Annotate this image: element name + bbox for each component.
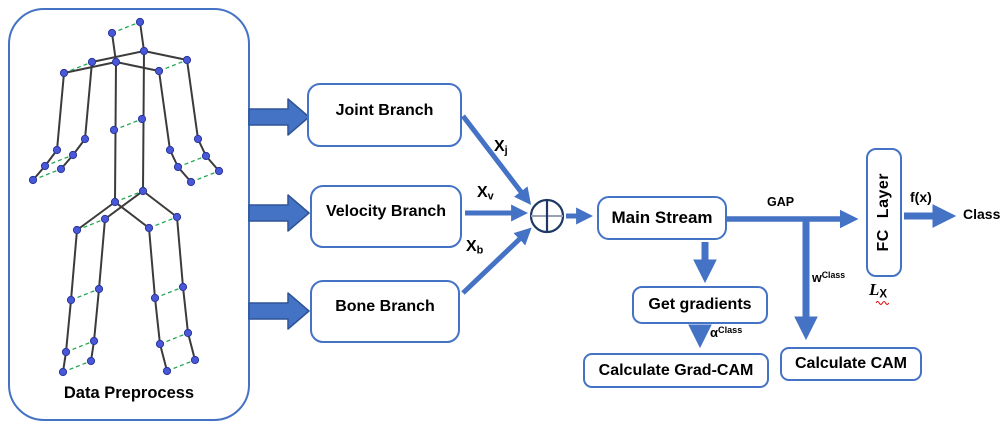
xv-label: Xv <box>477 184 494 203</box>
joint-branch-label: Joint Branch <box>335 101 434 119</box>
calculate-gradcam-node: Calculate Grad-CAM <box>583 353 769 388</box>
bone-branch-node: Bone Branch <box>310 280 460 343</box>
calculate-gradcam-label: Calculate Grad-CAM <box>598 361 754 379</box>
get-gradients-node: Get gradients <box>632 286 768 324</box>
velocity-branch-label: Velocity Branch <box>325 203 447 220</box>
bone-branch-label: Bone Branch <box>335 298 435 315</box>
xj-label: Xj <box>494 138 508 157</box>
joint-branch-node: Joint Branch <box>307 83 462 147</box>
arrow-xj <box>461 114 532 206</box>
calculate-cam-node: Calculate CAM <box>780 347 922 381</box>
get-gradients-label: Get gradients <box>648 296 752 313</box>
fc-layer-node: FC Layer <box>866 148 902 277</box>
gap-label: GAP <box>767 195 795 209</box>
block-arrow-bone <box>248 292 310 330</box>
loss-subscript: X <box>879 288 888 301</box>
wclass-label: wClass <box>812 270 846 285</box>
class-output-label: Class <box>963 206 1001 222</box>
loss-label: LX <box>869 280 890 305</box>
fc-layer-label: FC Layer <box>875 173 892 252</box>
xb-label: Xb <box>466 238 484 257</box>
circle-plus-merge-icon <box>529 198 565 234</box>
calculate-cam-label: Calculate CAM <box>794 355 908 372</box>
velocity-branch-node: Velocity Branch <box>310 185 462 248</box>
block-arrow-joint <box>248 98 310 136</box>
block-arrows <box>248 98 310 330</box>
main-stream-node: Main Stream <box>597 196 727 240</box>
connector-arrows <box>461 114 957 349</box>
alpha-class-label: αClass <box>710 325 743 340</box>
fx-label: f(x) <box>910 189 932 205</box>
skeleton-figure <box>28 17 224 377</box>
loss-symbol: L <box>869 280 880 299</box>
main-stream-label: Main Stream <box>611 208 713 227</box>
data-preprocess-label: Data Preprocess <box>63 384 195 402</box>
red-squiggle-icon <box>876 300 890 305</box>
arrow-xb <box>461 227 532 295</box>
block-arrow-velocity <box>248 194 310 232</box>
